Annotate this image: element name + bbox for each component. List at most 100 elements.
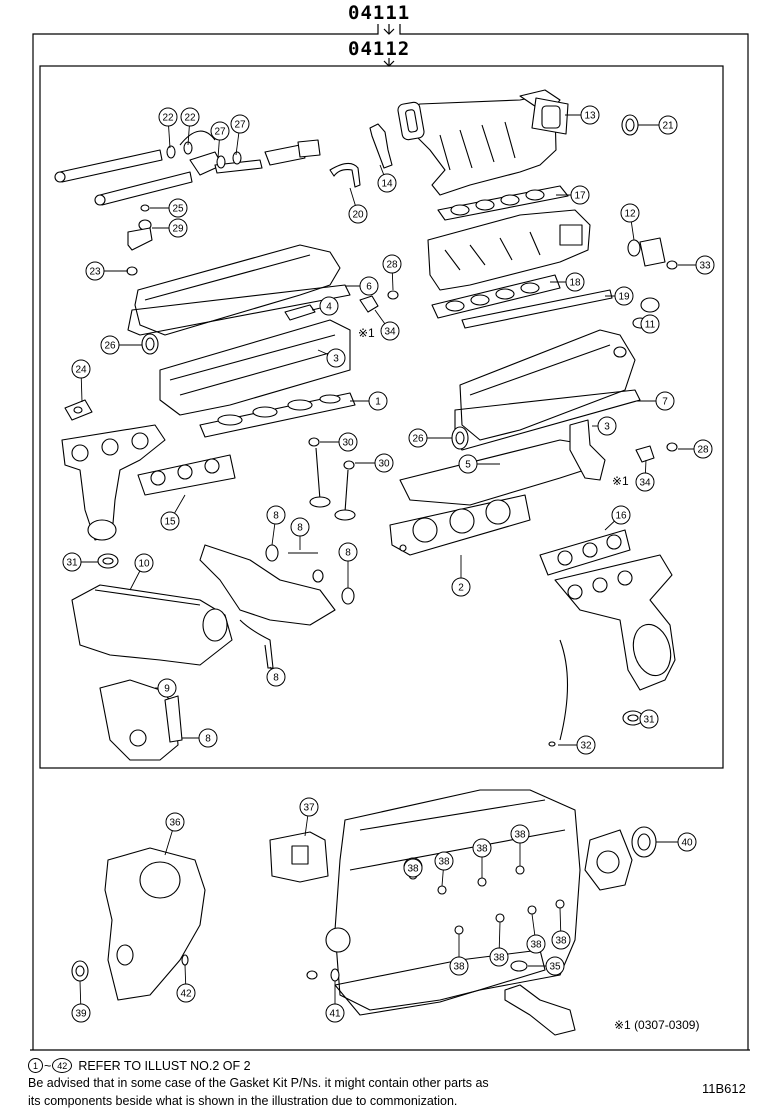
gasket-37	[269, 831, 329, 883]
rear-seal-retainer	[584, 826, 657, 891]
callout-8: 8	[266, 667, 286, 687]
callout-34: 34	[380, 321, 400, 341]
intake-manifold	[397, 89, 569, 196]
callout-number: 38	[555, 936, 567, 947]
gasket-16	[539, 529, 631, 576]
callout-circle	[266, 505, 286, 525]
callout-27: 27	[230, 114, 250, 134]
callout-number: 38	[407, 864, 419, 875]
callout-20: 20	[348, 204, 368, 224]
callout-number: 24	[75, 365, 87, 376]
callout-number: 35	[549, 962, 561, 973]
callout-circle	[403, 858, 423, 878]
supersession-mark-a: ※1	[358, 326, 375, 340]
callout-circle	[374, 453, 394, 473]
callout-32: 32	[576, 735, 596, 755]
callout-40: 40	[677, 832, 697, 852]
callout-14: 14	[377, 173, 397, 193]
callout-number: 16	[615, 511, 627, 522]
callout-number: 25	[172, 204, 184, 215]
reference-note: 1 ~ 42 REFER TO ILLUST NO.2 OF 2	[28, 1058, 251, 1073]
callout-circle	[157, 678, 177, 698]
callout-35: 35	[545, 956, 565, 976]
fuel-rail-parts	[54, 130, 321, 206]
callout-38: 38	[510, 824, 530, 844]
callout-circle	[160, 511, 180, 531]
head-cover-right	[454, 329, 641, 451]
callout-circle	[348, 204, 368, 224]
callout-circle	[655, 391, 675, 411]
callout-29: 29	[168, 218, 188, 238]
callout-5: 5	[458, 454, 478, 474]
callout-33: 33	[695, 255, 715, 275]
callout-number: 22	[184, 113, 196, 124]
exhaust-manifold-right	[554, 554, 676, 691]
callout-number: 38	[476, 844, 488, 855]
callout-circle	[677, 832, 697, 852]
callout-30: 30	[338, 432, 358, 452]
callout-number: 9	[164, 684, 170, 695]
callout-circle	[510, 824, 530, 844]
callout-number: 33	[699, 261, 711, 272]
callout-circle	[326, 348, 346, 368]
callout-26: 26	[408, 428, 428, 448]
callout-number: 38	[514, 830, 526, 841]
callout-number: 8	[297, 523, 303, 534]
callout-22: 22	[158, 107, 178, 127]
callout-42: 42	[176, 983, 196, 1003]
callout-number: 39	[75, 1009, 87, 1020]
callout-circle	[408, 428, 428, 448]
advisory-line-2: its components beside what is shown in t…	[28, 1094, 458, 1108]
lower-timing-cover	[99, 679, 183, 761]
callout-12: 12	[620, 203, 640, 223]
callout-38: 38	[489, 947, 509, 967]
callout-circle	[71, 359, 91, 379]
callout-number: 3	[604, 422, 610, 433]
callout-38: 38	[526, 934, 546, 954]
callout-circle	[158, 107, 178, 127]
callout-circle	[620, 203, 640, 223]
callout-number: 8	[205, 734, 211, 745]
callout-circle	[168, 218, 188, 238]
callout-number: 1	[375, 397, 381, 408]
callout-number: 38	[493, 953, 505, 964]
callout-circle	[380, 321, 400, 341]
callout-36: 36	[165, 812, 185, 832]
callout-number: 6	[366, 282, 372, 293]
inner-kit-number: 04112	[348, 38, 411, 60]
callout-37: 37	[299, 797, 319, 817]
callout-31: 31	[62, 552, 82, 572]
callout-38: 38	[449, 956, 469, 976]
oil-strainer	[504, 960, 576, 1036]
callout-circle	[62, 552, 82, 572]
oil-pump-cover	[104, 847, 206, 1001]
callout-circle	[230, 114, 250, 134]
callout-circle	[359, 276, 379, 296]
callout-number: 8	[345, 548, 351, 559]
callout-25: 25	[168, 198, 188, 218]
callout-number: 17	[574, 191, 586, 202]
callout-18: 18	[565, 272, 585, 292]
callout-number: 34	[384, 327, 396, 338]
callout-number: 11	[645, 320, 656, 331]
callout-circle	[290, 517, 310, 537]
callout-circle	[565, 272, 585, 292]
callout-number: 7	[662, 397, 668, 408]
callout-28: 28	[693, 439, 713, 459]
callout-circle	[338, 432, 358, 452]
callout-number: 18	[569, 278, 581, 289]
callout-circle	[526, 934, 546, 954]
callout-13: 13	[580, 105, 600, 125]
callout-number: 28	[697, 445, 709, 456]
callout-circle	[165, 812, 185, 832]
callout-number: 41	[329, 1009, 341, 1020]
callout-number: 21	[662, 121, 674, 132]
callout-2: 2	[451, 577, 471, 597]
outer-kit-number: 04111	[348, 2, 411, 24]
seal-31-left	[97, 553, 119, 569]
range-start-circle: 1	[28, 1058, 43, 1073]
callout-number: 31	[66, 558, 78, 569]
callout-15: 15	[160, 511, 180, 531]
callout-circle	[635, 472, 655, 492]
callout-27: 27	[210, 121, 230, 141]
